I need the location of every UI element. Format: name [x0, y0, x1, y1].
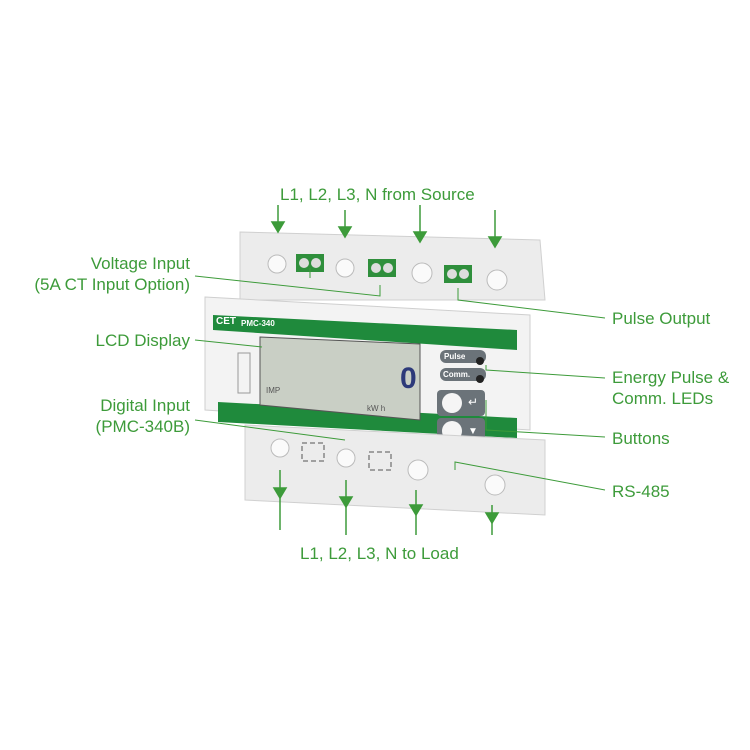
label-buttons: Buttons: [612, 429, 670, 448]
pulse-led-label: Pulse: [444, 352, 466, 361]
model-name: PMC-340: [241, 319, 275, 328]
label-to-load: L1, L2, L3, N to Load: [300, 544, 459, 563]
label-lcd-display: LCD Display: [95, 331, 190, 350]
lcd-imp: IMP: [266, 386, 281, 395]
label-pulse-output: Pulse Output: [612, 309, 711, 328]
comm-led-label: Comm.: [443, 370, 471, 379]
label-rs485: RS-485: [612, 482, 670, 501]
label-voltage-line1: Voltage Input: [90, 254, 190, 273]
pulse-led-label-bg: [440, 350, 486, 363]
comm-led-label-bg: [440, 368, 486, 381]
brand-logo: CET: [216, 316, 236, 327]
green-band-top: [213, 315, 517, 350]
label-voltage-line2: (5A CT Input Option): [34, 275, 190, 294]
digital-input-slots: [301, 442, 392, 471]
label-digital-input: Digital Input (PMC-340B): [96, 395, 190, 437]
enter-icon: ↵: [468, 395, 479, 409]
label-voltage-input: Voltage Input (5A CT Input Option): [34, 253, 190, 295]
label-digital-line2: (PMC-340B): [95, 417, 190, 436]
label-energy-line1: Energy Pulse &: [612, 368, 730, 387]
leader-lines: [194, 268, 606, 491]
comm-led: [476, 375, 484, 383]
label-energy-line2: Comm. LEDs: [612, 389, 714, 408]
top-terminal-holes: [267, 254, 508, 291]
label-digital-line1: Digital Input: [100, 396, 190, 415]
bottom-terminal-holes: [270, 438, 506, 496]
bottom-terminal-block: [244, 424, 546, 516]
lcd-screen: [259, 336, 421, 421]
label-from-source: L1, L2, L3, N from Source: [280, 185, 475, 204]
status-icons: [237, 352, 251, 394]
lcd-digit: 0: [400, 362, 417, 395]
label-energy-leds: Energy Pulse & Comm. LEDs: [612, 367, 729, 409]
arrows: [270, 205, 503, 535]
down-arrow-icon: ▼: [468, 426, 478, 437]
lcd-unit: kW h: [367, 404, 386, 413]
pulse-led: [476, 357, 484, 365]
enter-button: [442, 393, 462, 413]
